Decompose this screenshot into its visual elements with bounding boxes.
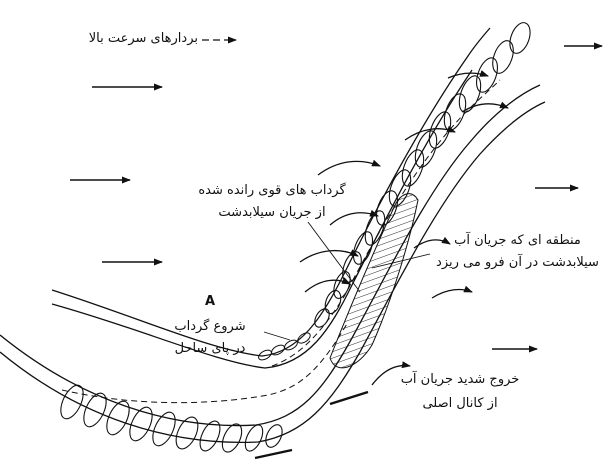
legend-label: بردارهای سرعت بالا <box>28 29 198 49</box>
strong-vortices-label-line1: گرداب های قوی رانده شده <box>172 181 372 201</box>
inflow-zone-label-line1: منطقه ای که جریان آب <box>430 231 605 251</box>
arrow-icon <box>305 280 350 292</box>
inflow-zone-label-line2: سیلابدشت در آن فرو می ریزد <box>430 253 605 273</box>
arrow-icon <box>318 161 380 175</box>
vortex-start-label-line2: در پای ساحل <box>155 339 265 359</box>
outflow-arrows <box>255 392 368 458</box>
point-a-label: A <box>205 294 215 309</box>
arrow-icon <box>432 290 472 298</box>
strong-vortices-label-line2: از جریان سیلابدشت <box>172 203 372 223</box>
vortex-start-label-line1: شروع گرداب <box>155 317 265 337</box>
outflow-label-line1: خروج شدید جریان آب <box>385 370 535 390</box>
vortex-coils-upper <box>312 20 534 330</box>
outflow-label-line2: از کانال اصلی <box>385 394 535 414</box>
